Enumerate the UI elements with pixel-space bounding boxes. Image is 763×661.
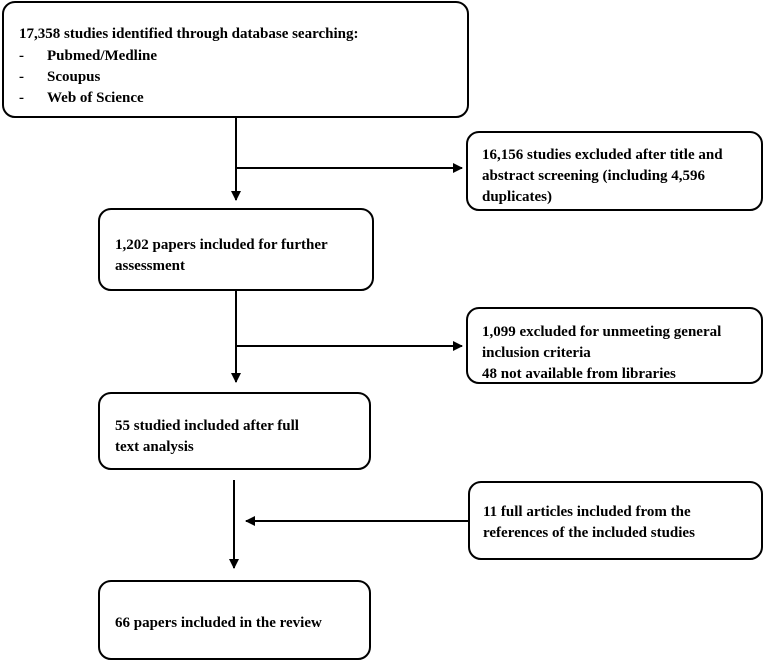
full-text-line: text analysis (115, 439, 194, 455)
final-line: 66 papers included in the review (115, 615, 322, 631)
excluded-screening-box: 16,156 studies excluded after title and … (466, 131, 763, 211)
full-text-box: 55 studied included after full text anal… (98, 392, 371, 470)
database-name: Pubmed/Medline (47, 48, 158, 64)
final-box: 66 papers included in the review (98, 580, 371, 660)
identification-heading: 17,358 studies identified through databa… (19, 26, 359, 42)
excluded-screening-line: duplicates) (482, 189, 553, 205)
database-item: - Web of Science (19, 88, 467, 109)
excluded-inclusion-line: 1,099 excluded for unmeeting general (482, 324, 722, 340)
assessment-line: 1,202 papers included for further (115, 237, 328, 253)
excluded-screening-line: 16,156 studies excluded after title and (482, 147, 723, 163)
assessment-line: assessment (115, 258, 185, 274)
bullet-dash: - (19, 90, 24, 106)
database-list: - Pubmed/Medline - Scoupus - Web of Science (19, 46, 467, 109)
database-item: - Pubmed/Medline (19, 46, 467, 67)
references-line: references of the included studies (483, 525, 695, 541)
references-line: 11 full articles included from the (483, 504, 691, 520)
identification-box: 17,358 studies identified through databa… (2, 1, 469, 118)
excluded-screening-line: abstract screening (including 4,596 (482, 168, 706, 184)
bullet-dash: - (19, 48, 24, 64)
excluded-inclusion-line: 48 not available from libraries (482, 366, 676, 382)
database-name: Web of Science (47, 90, 144, 106)
excluded-inclusion-line: inclusion criteria (482, 345, 591, 361)
database-name: Scoupus (47, 69, 101, 85)
assessment-box: 1,202 papers included for further assess… (98, 208, 374, 291)
full-text-line: 55 studied included after full (115, 418, 299, 434)
bullet-dash: - (19, 69, 24, 85)
excluded-inclusion-box: 1,099 excluded for unmeeting general inc… (466, 307, 763, 384)
references-box: 11 full articles included from the refer… (468, 481, 763, 560)
database-item: - Scoupus (19, 67, 467, 88)
